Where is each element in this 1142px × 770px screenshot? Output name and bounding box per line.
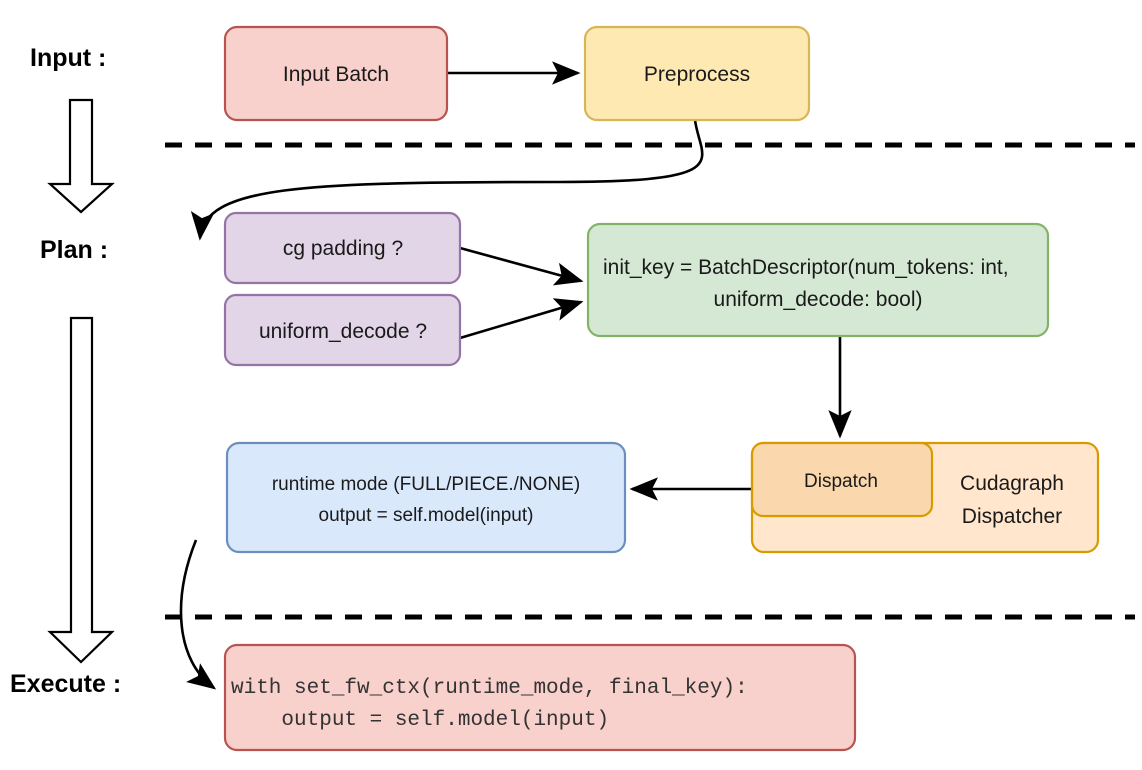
- input-to-plan-block-arrow: [47, 98, 115, 214]
- node-preprocess-label: Preprocess: [644, 63, 750, 86]
- node-dispatch-shape[interactable]: [750, 441, 934, 518]
- node-cudagraph-dispatcher-line-1: Cudagraph: [960, 472, 1064, 495]
- node-uniform-decode-shape[interactable]: [223, 293, 462, 367]
- edge-runtime-mode-to-execute-code: [179, 539, 217, 690]
- node-init-key-shape[interactable]: [586, 222, 1050, 338]
- node-runtime-mode[interactable]: runtime mode (FULL/PIECE./NONE) output =…: [225, 441, 627, 554]
- node-preprocess-shape[interactable]: [583, 25, 811, 122]
- node-runtime-mode-shape[interactable]: [225, 441, 627, 554]
- plan-to-execute-block-arrow: [47, 316, 115, 664]
- node-input-batch-label: Input Batch: [283, 63, 389, 86]
- node-preprocess[interactable]: Preprocess: [583, 25, 811, 122]
- node-dispatch[interactable]: Dispatch: [750, 441, 934, 518]
- node-dispatch-label: Dispatch: [804, 471, 878, 492]
- node-init-key[interactable]: init_key = BatchDescriptor(num_tokens: i…: [586, 222, 1050, 338]
- node-runtime-mode-line-1: runtime mode (FULL/PIECE./NONE): [272, 474, 580, 495]
- node-input-batch-shape[interactable]: [223, 25, 449, 122]
- node-uniform-decode-label: uniform_decode ?: [259, 320, 427, 343]
- node-cg-padding-label: cg padding ?: [283, 237, 403, 260]
- node-cg-padding[interactable]: cg padding ?: [223, 211, 462, 285]
- stage-label-execute: Execute :: [10, 670, 121, 698]
- node-runtime-mode-line-2: output = self.model(input): [319, 505, 534, 526]
- node-execute-code[interactable]: with set_fw_ctx(runtime_mode, final_key)…: [223, 643, 857, 752]
- edge-cg-padding-to-init-key: [459, 246, 584, 286]
- node-cudagraph-dispatcher-line-2: Dispatcher: [962, 505, 1062, 528]
- node-execute-code-shape[interactable]: [223, 643, 857, 752]
- node-uniform-decode[interactable]: uniform_decode ?: [223, 293, 462, 367]
- node-execute-code-line-1: with set_fw_ctx(runtime_mode, final_key)…: [231, 677, 748, 700]
- stage-labels: Input : Plan : Execute :: [10, 44, 121, 698]
- flow-edges: [179, 61, 852, 690]
- stage-label-plan: Plan :: [40, 236, 108, 264]
- node-cg-padding-shape[interactable]: [223, 211, 462, 285]
- stage-label-input: Input :: [30, 44, 106, 72]
- node-input-batch[interactable]: Input Batch: [223, 25, 449, 122]
- node-init-key-line-2: uniform_decode: bool): [714, 288, 923, 311]
- stage-progress-arrows: [47, 98, 115, 664]
- edge-uniform-decode-to-init-key: [459, 298, 584, 340]
- edge-preprocess-to-cg-padding: [190, 119, 704, 241]
- section-dividers: [165, 142, 1135, 620]
- node-init-key-line-1: init_key = BatchDescriptor(num_tokens: i…: [603, 256, 1009, 279]
- node-execute-code-line-2: output = self.model(input): [231, 709, 609, 732]
